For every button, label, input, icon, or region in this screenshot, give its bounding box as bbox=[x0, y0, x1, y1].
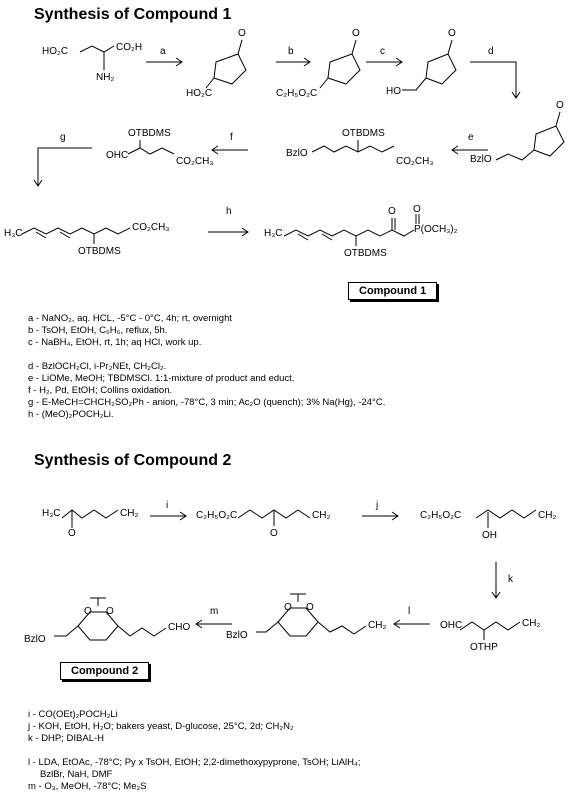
condition-g: g - E-MeCH=CHCH₂SO₂Ph - anion, -78°C, 3 … bbox=[28, 397, 386, 408]
condition-e: e - LiOMe, MeOH; TBDMSCl. 1:1-mixture of… bbox=[28, 373, 295, 384]
lactone-ester-o: O bbox=[352, 28, 360, 39]
condition-d: d - BzlOCH₂Cl, i-Pr₂NEt, CH₂Cl₂. bbox=[28, 361, 167, 372]
ester-benzyl-label: BzlO bbox=[286, 148, 308, 159]
step-label-e: e bbox=[468, 132, 474, 143]
ring-lactone-benzyl bbox=[533, 125, 565, 157]
bond-aldehyde-chain bbox=[127, 147, 175, 155]
lactone-benzyl-o: O bbox=[556, 100, 564, 111]
step-label-f: f bbox=[230, 132, 233, 143]
condition-i: i - CO(OEt)₂POCH₂Li bbox=[28, 709, 118, 720]
step-label-h: h bbox=[226, 206, 232, 217]
glutamic-acid-label: HO₂C bbox=[42, 46, 69, 57]
step-label-a: a bbox=[160, 46, 166, 57]
bond-glutamic bbox=[79, 45, 115, 53]
acetal-2-o-left: O bbox=[84, 606, 92, 617]
condition-l: l - LDA, EtOAc, -78°C; Py x TsOH, EtOH; … bbox=[28, 757, 361, 768]
bond-ester-chain bbox=[311, 145, 395, 153]
aldehyde-otbdms: OTBDMS bbox=[128, 128, 171, 139]
condition-f: f - H₂, Pd, EtOH; Collins oxidation. bbox=[28, 385, 173, 396]
condition-k: k - DHP; DIBAL-H bbox=[28, 733, 105, 744]
condition-l-cont: BzlBr, NaH, DMF bbox=[40, 769, 113, 780]
acetal-2-o-right: O bbox=[106, 606, 114, 617]
acetal-1-o-right: O bbox=[306, 602, 314, 613]
thp-ch2: CH₂ bbox=[522, 618, 541, 629]
lactone-alcohol-o: O bbox=[448, 28, 456, 39]
phos-p-group: P(OCH₃)₂ bbox=[414, 224, 458, 235]
ketoester-ester: C₂H₅O₂C bbox=[196, 510, 238, 521]
lactone-alcohol-label: HO bbox=[386, 86, 401, 97]
ketone-h3c: H₃C bbox=[42, 508, 61, 519]
step-label-j: j bbox=[376, 500, 379, 511]
condition-c: c - NaBH₄, EtOH, rt, 1h; aq HCl, work up… bbox=[28, 337, 202, 348]
thp-ohc: OHC bbox=[440, 620, 463, 631]
condition-m: m - O₃, MeOH, -78°C; Me₂S bbox=[28, 781, 147, 792]
step-label-l: l bbox=[408, 606, 411, 617]
condition-a: a - NaNO₂, aq. HCL, -5°C - 0°C, 4h; rt, … bbox=[28, 313, 232, 324]
aldehyde-co2me: CO₂CH₃ bbox=[176, 156, 214, 167]
section2-title: Synthesis of Compound 2 bbox=[34, 452, 232, 469]
bond-hydroxy-ester bbox=[475, 509, 537, 519]
ketoester-ch2: CH₂ bbox=[312, 510, 331, 521]
bond-diene-chain bbox=[21, 227, 131, 235]
section1-title: Synthesis of Compound 1 bbox=[34, 6, 232, 23]
lactone-acid-o: O bbox=[238, 28, 246, 39]
condition-h: h - (MeO)₂POCH₂Li. bbox=[28, 409, 114, 420]
ketone-o: O bbox=[68, 528, 76, 539]
phos-h3c: H₃C bbox=[264, 228, 283, 239]
glutamic-amine: NH₂ bbox=[96, 72, 115, 83]
step-label-k: k bbox=[508, 574, 513, 585]
ring-lactone-acid bbox=[213, 53, 247, 85]
step-label-d: d bbox=[488, 46, 494, 57]
step-label-b: b bbox=[288, 46, 294, 57]
step-label-i: i bbox=[166, 500, 169, 511]
bond-ketone bbox=[61, 509, 119, 519]
acetal-1-ch2: CH₂ bbox=[368, 620, 387, 631]
ketone-ch2: CH₂ bbox=[120, 508, 139, 519]
acetal-2-bzlo: BzlO bbox=[24, 634, 46, 645]
diene-otbdms: OTBDMS bbox=[78, 246, 121, 257]
ketoester-o: O bbox=[270, 528, 278, 539]
bond-thp-chain bbox=[459, 621, 521, 631]
phos-carbonyl-o: O bbox=[388, 206, 396, 217]
step-label-c: c bbox=[380, 46, 385, 57]
ring-lactone-ester bbox=[327, 53, 361, 85]
ester-otbdms: OTBDMS bbox=[342, 128, 385, 139]
phos-otbdms: OTBDMS bbox=[344, 248, 387, 259]
lactone-benzyl-label: BzlO bbox=[470, 154, 492, 165]
condition-b: b - TsOH, EtOH, C₆H₆, reflux, 5h. bbox=[28, 325, 168, 336]
acetal-1-bzlo: BzlO bbox=[226, 630, 248, 641]
ester-co2me: CO₂CH₃ bbox=[396, 156, 434, 167]
arrow-g bbox=[37, 147, 92, 186]
diene-h3c: H₃C bbox=[4, 228, 23, 239]
hydroxy-oh: OH bbox=[482, 530, 497, 541]
bond-phosphonate-chain bbox=[283, 229, 415, 237]
aldehyde-ohc: OHC bbox=[106, 150, 129, 161]
acetal-1-o-left: O bbox=[284, 602, 292, 613]
diene-co2me: CO₂CH₃ bbox=[132, 222, 170, 233]
thp-othp: OTHP bbox=[470, 642, 498, 653]
lactone-ester-label: C₂H₅O₂C bbox=[276, 88, 318, 99]
hydroxy-ch2: CH₂ bbox=[538, 510, 557, 521]
acetal-2-cho: CHO bbox=[168, 622, 191, 633]
hydroxy-ester-label: C₂H₅O₂C bbox=[420, 510, 462, 521]
arrow-d bbox=[470, 61, 517, 98]
ring-lactone-alcohol bbox=[425, 53, 457, 85]
step-label-g: g bbox=[60, 132, 66, 143]
compound-1-label: Compound 1 bbox=[348, 282, 438, 300]
condition-j: j - KOH, EtOH, H₂O; bakers yeast, D-gluc… bbox=[28, 721, 294, 732]
step-label-m: m bbox=[210, 606, 219, 617]
compound-2-label: Compound 2 bbox=[60, 662, 150, 680]
glutamic-acid-co2h: CO₂H bbox=[116, 42, 143, 53]
phos-p-o: O bbox=[413, 204, 421, 215]
lactone-acid-label: HO₂C bbox=[186, 88, 213, 99]
